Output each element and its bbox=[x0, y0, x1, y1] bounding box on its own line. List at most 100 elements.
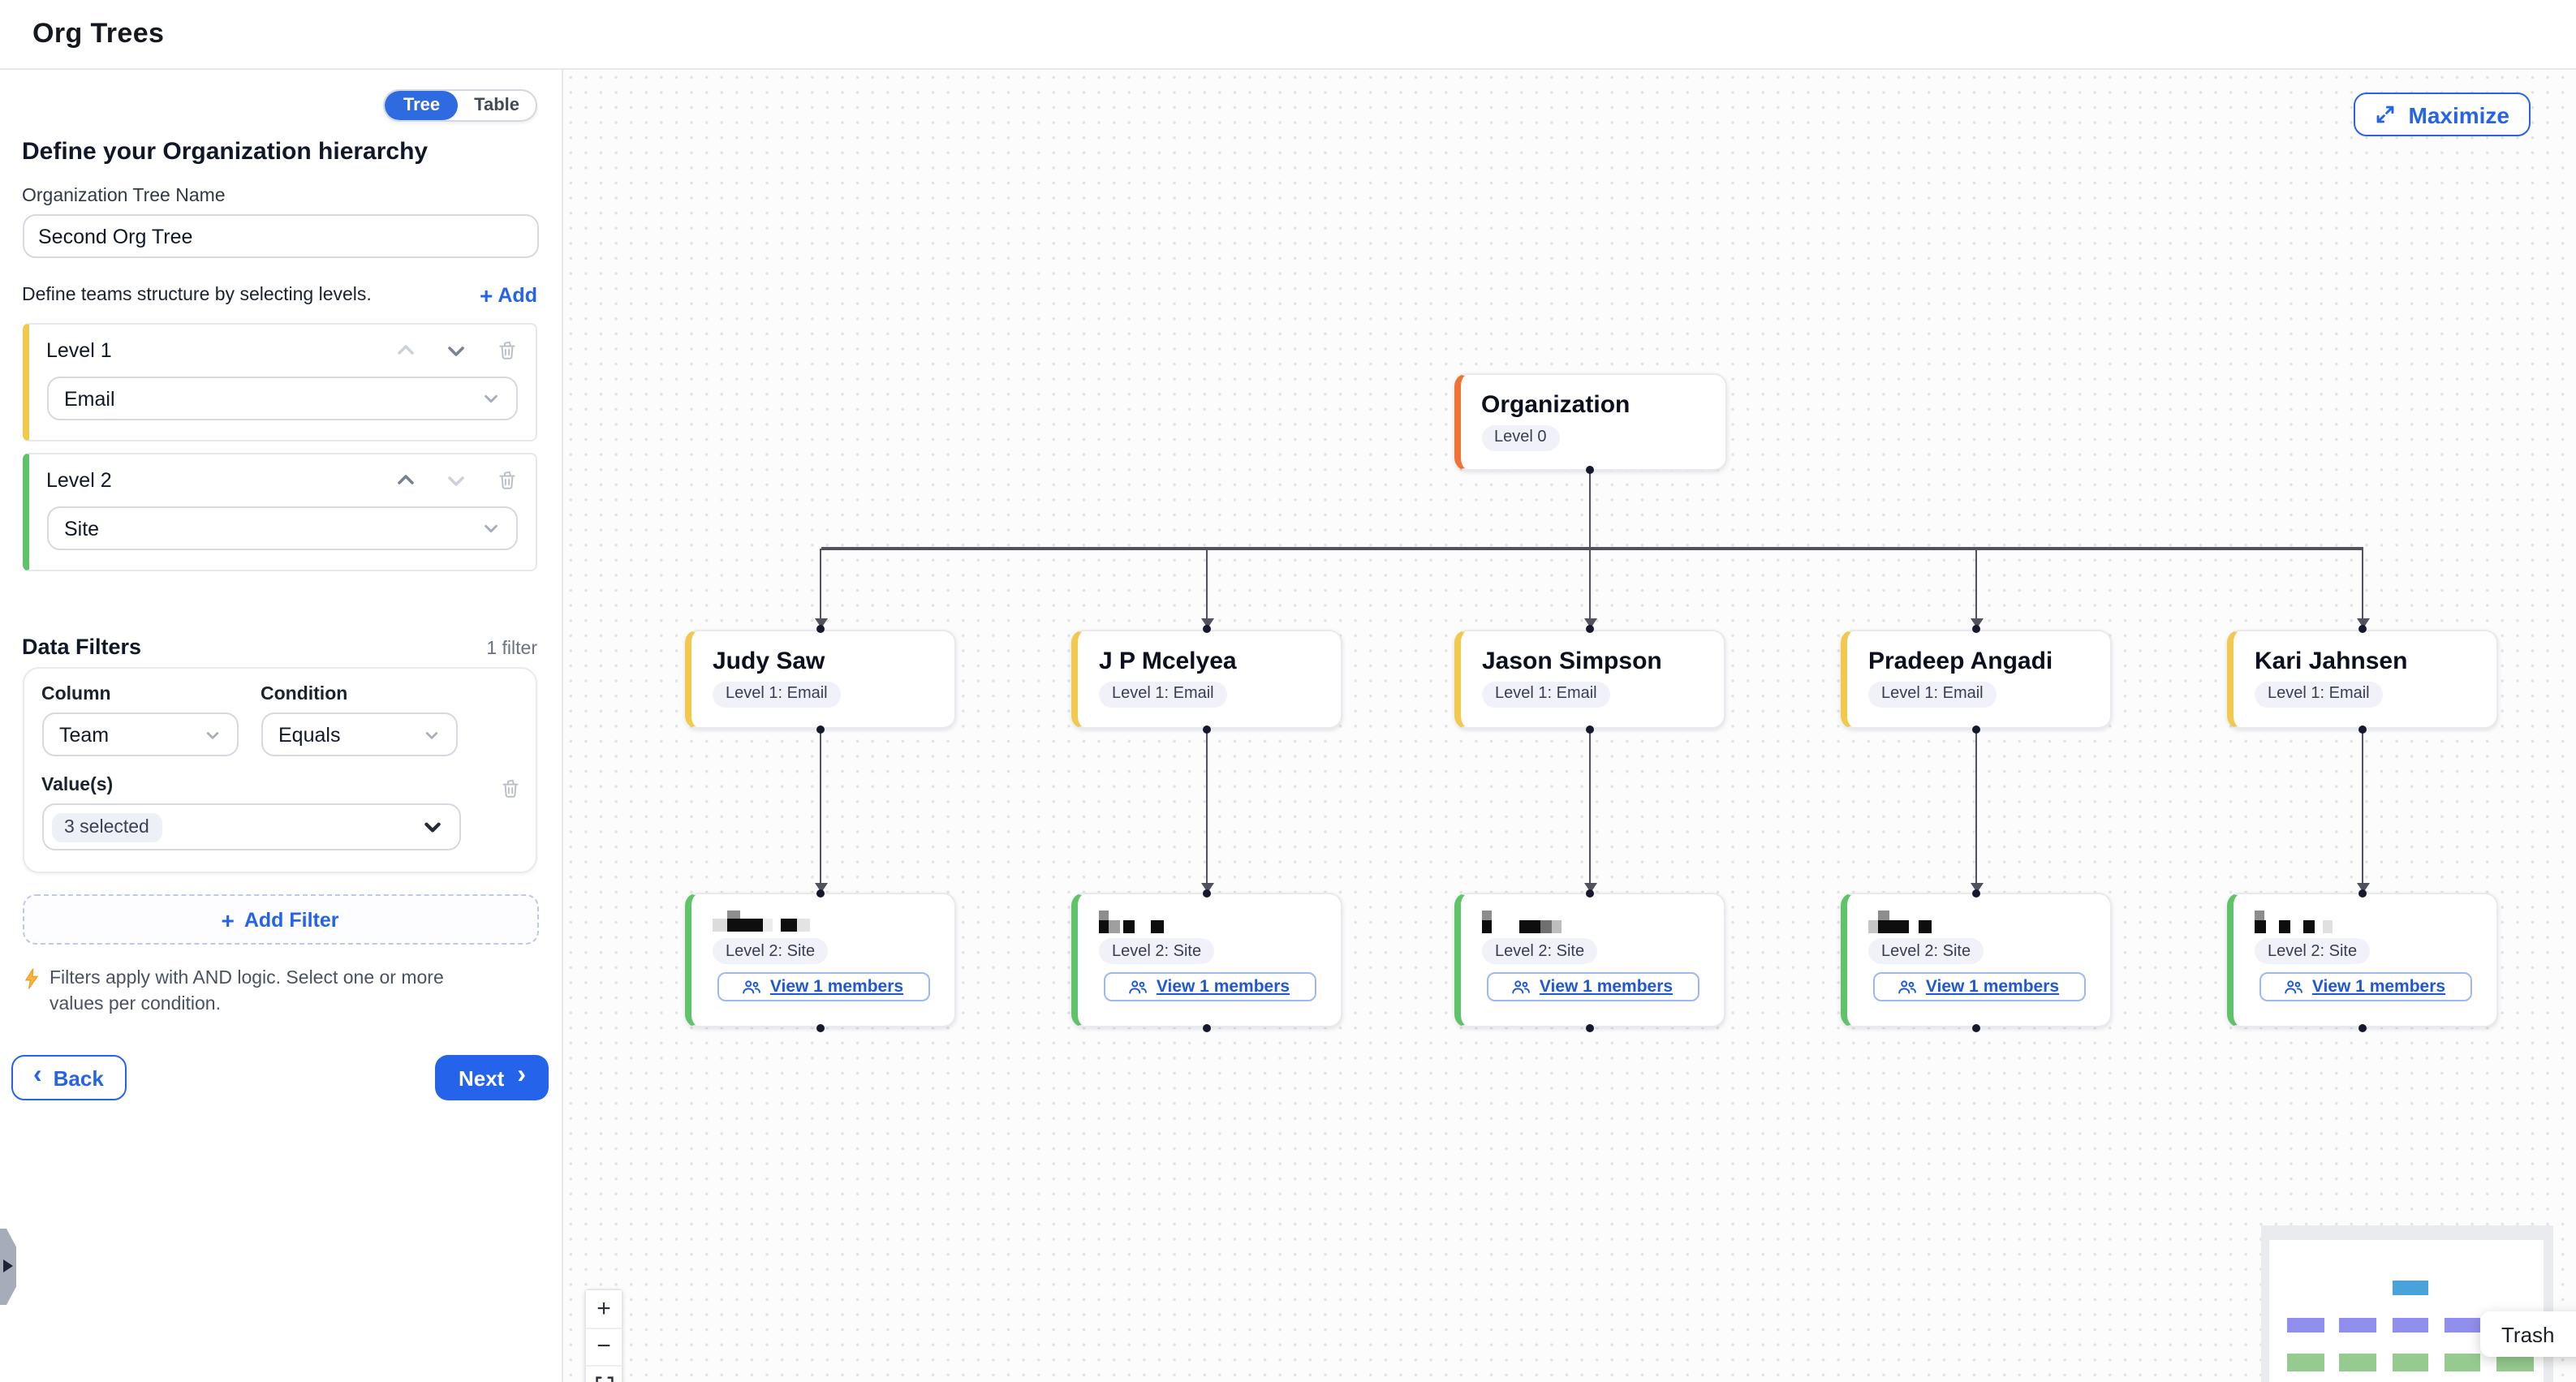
maximize-button[interactable]: Maximize bbox=[2354, 93, 2531, 136]
filter-card: Column Team Condition Equals Valu bbox=[22, 667, 537, 873]
filter-column-value: Team bbox=[59, 723, 109, 746]
maximize-icon bbox=[2375, 104, 2396, 125]
node-level-badge: Level 2: Site bbox=[1868, 938, 1984, 964]
delete-level-button[interactable] bbox=[497, 469, 518, 492]
view-members-label: View 1 members bbox=[2312, 977, 2445, 997]
org-node-child[interactable]: Kari Jahnsen Level 1: Email bbox=[2227, 629, 2498, 729]
level-1-title: Level 1 bbox=[46, 339, 365, 362]
page-title: Org Trees bbox=[32, 18, 164, 50]
page-header: Org Trees bbox=[0, 0, 2576, 70]
node-title: Pradeep Angadi bbox=[1868, 647, 2110, 674]
chevron-up-icon bbox=[396, 471, 416, 490]
move-up-button[interactable] bbox=[396, 471, 416, 490]
select-chevron-icon bbox=[482, 390, 500, 407]
fit-view-button[interactable] bbox=[586, 1367, 622, 1382]
trash-tooltip-label: Trash bbox=[2501, 1322, 2555, 1346]
node-level-badge: Level 0 bbox=[1481, 424, 1560, 450]
org-node-root[interactable]: Organization Level 0 bbox=[1454, 372, 1726, 470]
org-node-leaf[interactable]: Level 2: Site View 1 members bbox=[1454, 893, 1725, 1027]
minimap-level2-node bbox=[2445, 1353, 2481, 1371]
filters-note-text: Filters apply with AND logic. Select one… bbox=[50, 966, 502, 1018]
org-node-leaf[interactable]: Level 2: Site View 1 members bbox=[1841, 893, 2112, 1027]
node-level-badge: Level 2: Site bbox=[713, 938, 828, 964]
add-filter-button[interactable]: + Add Filter bbox=[22, 894, 538, 945]
node-title: J P Mcelyea bbox=[1099, 647, 1341, 674]
toggle-option-tree[interactable]: Tree bbox=[386, 91, 458, 120]
tree-name-input[interactable] bbox=[22, 214, 538, 258]
filter-values-select[interactable]: 3 selected bbox=[41, 803, 460, 850]
select-chevron-icon bbox=[482, 519, 500, 537]
chevron-right-icon: › bbox=[517, 1063, 526, 1092]
org-node-child[interactable]: Judy Saw Level 1: Email bbox=[685, 629, 956, 729]
org-node-child[interactable]: J P Mcelyea Level 1: Email bbox=[1071, 629, 1342, 729]
node-level-badge: Level 2: Site bbox=[2255, 938, 2370, 964]
delete-level-button[interactable] bbox=[497, 339, 518, 362]
filters-note: Filters apply with AND logic. Select one… bbox=[22, 966, 502, 1018]
fit-view-icon bbox=[595, 1377, 613, 1382]
chevron-up-icon bbox=[396, 341, 416, 360]
add-level-button[interactable]: + Add bbox=[480, 284, 537, 307]
view-toggle[interactable]: Tree Table bbox=[384, 89, 537, 122]
node-title: Organization bbox=[1481, 390, 1725, 418]
level-2-title: Level 2 bbox=[46, 469, 365, 492]
filters-section-header: Data Filters 1 filter bbox=[22, 635, 537, 659]
lightning-icon bbox=[22, 966, 40, 1018]
minimap[interactable] bbox=[2261, 1225, 2553, 1382]
node-level-badge: Level 1: Email bbox=[2255, 681, 2383, 707]
canvas-zoom-controls: + − bbox=[584, 1289, 623, 1382]
people-icon bbox=[1129, 979, 1148, 995]
move-up-button[interactable] bbox=[396, 341, 416, 360]
zoom-out-button[interactable]: − bbox=[586, 1328, 622, 1367]
filter-column-select[interactable]: Team bbox=[41, 713, 238, 756]
delete-filter-button[interactable] bbox=[500, 777, 521, 800]
add-filter-label: Add Filter bbox=[244, 908, 339, 931]
levels-description: Define teams structure by selecting leve… bbox=[22, 286, 372, 305]
org-tree-canvas[interactable]: Maximize Organization Level 0 Judy Saw L… bbox=[563, 70, 2576, 1382]
minimap-root-node bbox=[2392, 1281, 2428, 1295]
view-members-button[interactable]: View 1 members bbox=[2259, 972, 2471, 1001]
zoom-in-button[interactable]: + bbox=[586, 1290, 622, 1328]
view-members-button[interactable]: View 1 members bbox=[1486, 972, 1699, 1001]
trash-icon bbox=[500, 777, 521, 800]
select-chevron-icon bbox=[421, 816, 442, 837]
org-node-leaf[interactable]: Level 2: Site View 1 members bbox=[1071, 893, 1342, 1027]
node-level-badge: Level 1: Email bbox=[713, 681, 841, 707]
sidebar-heading: Define your Organization hierarchy bbox=[22, 138, 537, 166]
level-card-2: Level 2 Site bbox=[22, 453, 537, 571]
condition-label: Condition bbox=[261, 685, 457, 704]
move-down-button[interactable] bbox=[446, 341, 466, 360]
toggle-option-table[interactable]: Table bbox=[458, 91, 536, 120]
trash-icon bbox=[497, 339, 518, 362]
redacted-node-title bbox=[1482, 911, 1693, 933]
view-members-label: View 1 members bbox=[1540, 977, 1673, 997]
chevron-left-icon: ‹ bbox=[33, 1063, 42, 1092]
plus-icon: + bbox=[221, 911, 234, 928]
view-members-button[interactable]: View 1 members bbox=[1872, 972, 2085, 1001]
filter-condition-select[interactable]: Equals bbox=[261, 713, 457, 756]
view-members-button[interactable]: View 1 members bbox=[717, 972, 929, 1001]
people-icon bbox=[1898, 979, 1918, 995]
org-node-child[interactable]: Jason Simpson Level 1: Email bbox=[1454, 629, 1725, 729]
next-button[interactable]: Next › bbox=[436, 1055, 549, 1100]
level-1-column-select[interactable]: Email bbox=[46, 377, 518, 420]
move-down-button[interactable] bbox=[446, 471, 466, 490]
filter-condition-value: Equals bbox=[278, 723, 340, 746]
org-node-leaf[interactable]: Level 2: Site View 1 members bbox=[2227, 893, 2498, 1027]
node-title: Jason Simpson bbox=[1482, 647, 1724, 674]
values-selected-pill: 3 selected bbox=[51, 812, 162, 842]
plus-icon: + bbox=[480, 287, 493, 304]
redacted-node-title bbox=[1868, 911, 2079, 933]
node-level-badge: Level 2: Site bbox=[1099, 938, 1214, 964]
back-button[interactable]: ‹ Back bbox=[11, 1055, 127, 1100]
minimap-level1-node bbox=[2340, 1317, 2376, 1332]
redacted-node-title bbox=[713, 911, 924, 933]
org-node-leaf[interactable]: Level 2: Site View 1 members bbox=[685, 893, 956, 1027]
level-2-column-select[interactable]: Site bbox=[46, 506, 518, 550]
add-level-label: Add bbox=[498, 284, 537, 307]
filter-count-badge: 1 filter bbox=[486, 639, 537, 659]
redacted-node-title bbox=[2255, 911, 2466, 933]
view-members-button[interactable]: View 1 members bbox=[1103, 972, 1316, 1001]
chevron-down-icon bbox=[446, 471, 466, 490]
org-node-child[interactable]: Pradeep Angadi Level 1: Email bbox=[1841, 629, 2112, 729]
